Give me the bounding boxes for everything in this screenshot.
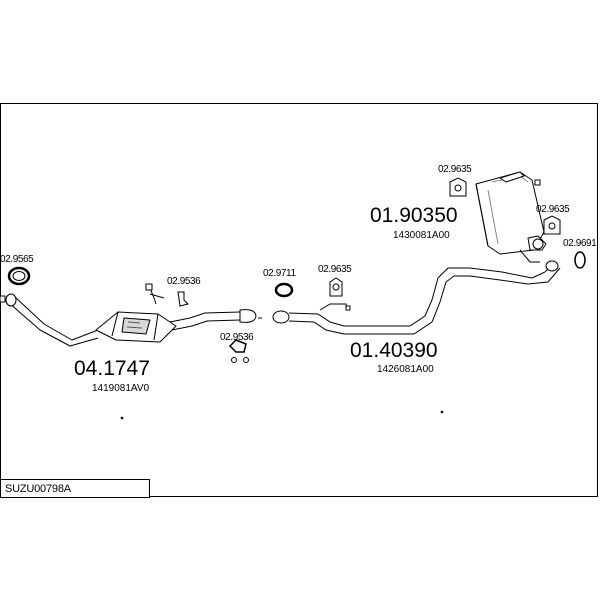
fitting-label-9565: 02.9565: [0, 254, 34, 265]
fitting-label-9536-a: 02.9536: [167, 276, 201, 287]
fitting-9536-a: [177, 291, 189, 307]
part-number-label: 01.90350: [370, 204, 458, 227]
fitting-label-9536-b: 02.9536: [220, 332, 254, 343]
drawing-code-box: SUZU00798A: [0, 479, 150, 498]
drawing-code: SUZU00798A: [5, 483, 71, 495]
fitting-9536-b: [228, 339, 247, 353]
fitting-9711-ring: [274, 282, 294, 298]
fitting-label-9635-a: 02.9635: [318, 264, 352, 275]
oem-number-label: 1426081A00: [377, 364, 434, 375]
part-number-label: 01.40390: [350, 339, 438, 362]
intermediate-pipe-drawing: [272, 260, 561, 335]
part-number-label: 04.1747: [74, 357, 150, 380]
fitting-label-9635-b: 02.9635: [438, 164, 472, 175]
diagram-labels: 02.9565 02.9536 02.9536 02.9711 02.9635 …: [0, 164, 598, 394]
pipe-joint-drawing: [239, 309, 262, 323]
oem-number-label: 1430081A00: [393, 230, 450, 241]
fitting-label-9711: 02.9711: [263, 268, 296, 279]
fitting-drawings: [0, 177, 586, 420]
fitting-label-9691: 02.9691: [563, 238, 597, 249]
oem-number-label: 1419081AV0: [92, 383, 150, 394]
fitting-label-9635-c: 02.9635: [536, 204, 570, 215]
fitting-9691-ring: [574, 251, 586, 269]
catalytic-converter-drawing: [5, 283, 241, 347]
rear-muffler-drawing: [475, 171, 547, 263]
